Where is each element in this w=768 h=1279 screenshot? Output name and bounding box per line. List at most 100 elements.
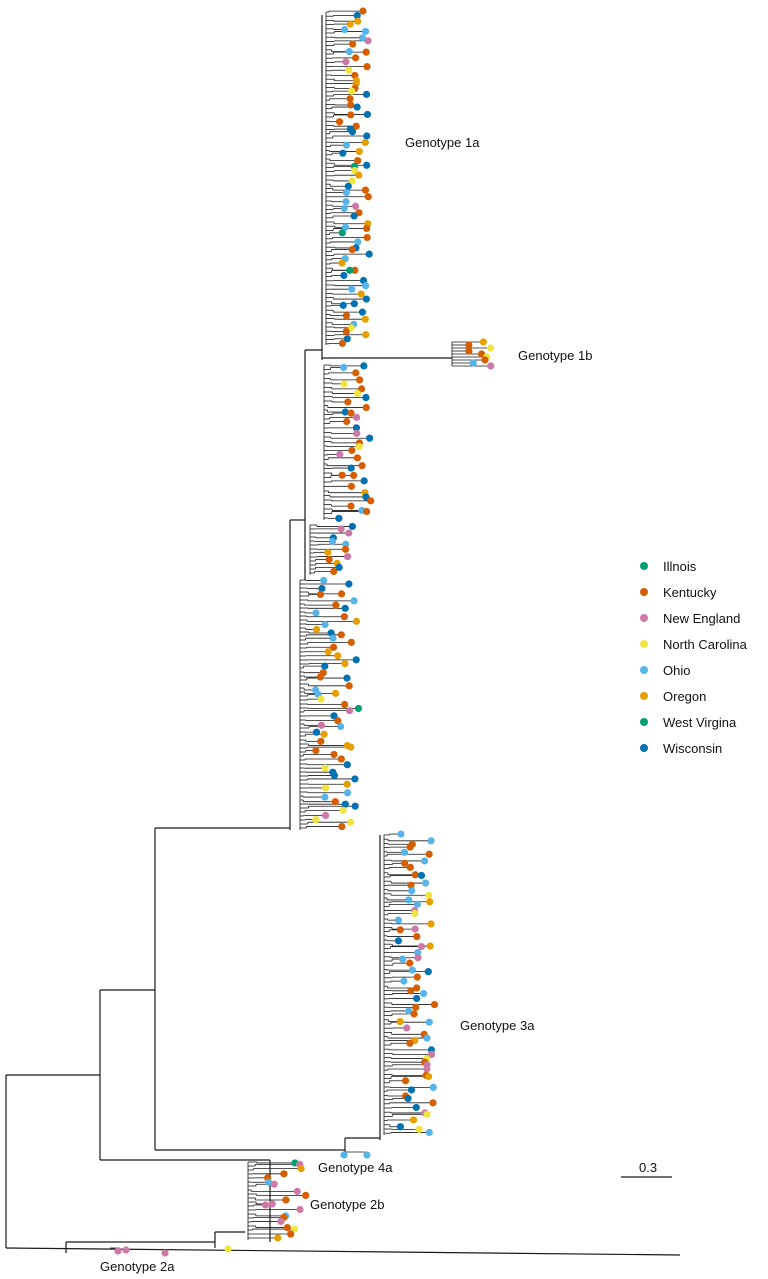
tree-tip bbox=[344, 182, 352, 190]
tree-tip bbox=[312, 625, 321, 634]
tree-tip bbox=[341, 545, 350, 553]
scale-bar: 0.3 bbox=[621, 1160, 672, 1178]
tree-tip bbox=[321, 793, 329, 801]
legend-label: Oregon bbox=[663, 689, 706, 704]
tree-tip bbox=[348, 177, 356, 185]
tree-tip bbox=[342, 198, 350, 206]
tree-tip bbox=[430, 1000, 439, 1009]
tree-tip bbox=[413, 984, 421, 992]
tree-tip bbox=[268, 1200, 276, 1208]
tree-tip bbox=[290, 1225, 299, 1233]
tree-tip bbox=[345, 529, 353, 537]
legend-item-oregon: Oregon bbox=[640, 689, 706, 704]
tree-tip bbox=[414, 954, 422, 962]
tree-tip bbox=[331, 798, 339, 806]
tree-tip bbox=[352, 122, 360, 130]
tree-tip bbox=[348, 245, 356, 254]
tree-tip bbox=[340, 613, 348, 621]
tree-tip bbox=[161, 1249, 169, 1257]
tree-tip bbox=[329, 643, 338, 651]
tree-tip bbox=[469, 359, 477, 367]
legend-label: Wisconsin bbox=[663, 741, 722, 756]
tree-tip bbox=[408, 966, 416, 974]
tree-tip bbox=[359, 7, 367, 15]
tree-tip bbox=[412, 1003, 420, 1011]
tree-tip bbox=[321, 620, 329, 629]
tree-tip bbox=[280, 1170, 288, 1178]
tree-tip bbox=[353, 454, 361, 462]
tree-tip bbox=[360, 362, 368, 370]
tree-tip bbox=[334, 717, 342, 725]
tree-tip bbox=[361, 186, 370, 194]
legend-swatch bbox=[640, 640, 648, 648]
tree-tip bbox=[407, 987, 415, 995]
tree-tip bbox=[363, 161, 371, 169]
tree-tip bbox=[350, 597, 358, 605]
tree-tip bbox=[487, 362, 495, 370]
tree-tip bbox=[365, 250, 373, 258]
tree-tip bbox=[429, 1099, 437, 1107]
tree-tip bbox=[425, 891, 433, 899]
tree-tip bbox=[330, 750, 338, 759]
tree-tip bbox=[344, 398, 352, 406]
tree-tip bbox=[347, 482, 356, 490]
tree-tip bbox=[362, 295, 370, 303]
tree-tip bbox=[339, 806, 347, 814]
tree-tip bbox=[358, 308, 367, 316]
tree-tip bbox=[399, 955, 407, 963]
tree-tip bbox=[362, 331, 370, 339]
tree-tip bbox=[425, 1018, 433, 1026]
tree-tip bbox=[302, 1191, 310, 1200]
clade-label-2a: Genotype 2a bbox=[100, 1259, 175, 1274]
tree-tip bbox=[337, 525, 345, 533]
tree-tip bbox=[339, 149, 347, 157]
tree-tip bbox=[342, 327, 350, 336]
tree-tip bbox=[361, 315, 369, 323]
tree-tip bbox=[348, 128, 357, 136]
tree-tip bbox=[427, 920, 435, 928]
tree-tip bbox=[350, 212, 358, 220]
tree-tip bbox=[346, 20, 354, 28]
tree-tip bbox=[348, 446, 356, 455]
tree-tip bbox=[343, 335, 351, 343]
tree-tip bbox=[340, 25, 349, 34]
tree-tip bbox=[341, 700, 349, 709]
legend-label: Ohio bbox=[663, 663, 690, 678]
tree-tip bbox=[423, 1034, 431, 1042]
tree-tip bbox=[415, 1125, 423, 1133]
tree-tip bbox=[341, 604, 349, 612]
tree-tip bbox=[405, 896, 413, 904]
tree-tip bbox=[335, 118, 344, 126]
tree-tip bbox=[425, 850, 433, 858]
tree-tip bbox=[410, 1010, 418, 1018]
clade-label-1a: Genotype 1a bbox=[405, 135, 480, 150]
legend-label: West Virgina bbox=[663, 715, 737, 730]
tree-tip bbox=[331, 689, 340, 697]
tree-tip bbox=[362, 403, 370, 412]
tree-tip bbox=[114, 1247, 122, 1255]
tree-tip bbox=[423, 1065, 431, 1073]
tree-twigs bbox=[110, 10, 489, 1249]
tree-tip bbox=[316, 590, 325, 599]
tree-tip bbox=[351, 166, 359, 175]
legend-swatch bbox=[640, 666, 648, 674]
legend-label: Kentucky bbox=[663, 585, 717, 600]
tree-tip bbox=[337, 722, 345, 731]
tree-tip bbox=[358, 34, 367, 42]
tree-tip bbox=[351, 266, 359, 274]
legend: Illnois Kentucky New England North Carol… bbox=[640, 559, 748, 756]
tree-tip bbox=[413, 973, 421, 981]
tree-tip bbox=[341, 408, 349, 416]
tree-tip bbox=[348, 522, 356, 531]
legend-swatch bbox=[640, 718, 648, 726]
tree-tip bbox=[406, 863, 414, 871]
tree-tip bbox=[479, 338, 488, 346]
tree-tip bbox=[320, 576, 328, 585]
tree-tip bbox=[335, 514, 343, 522]
tree-tip bbox=[405, 1007, 413, 1015]
tree-tip bbox=[413, 900, 422, 908]
tree-tip bbox=[411, 871, 419, 879]
tree-tip bbox=[352, 617, 361, 625]
tree-tip bbox=[420, 857, 429, 865]
tree-tip bbox=[347, 101, 355, 109]
